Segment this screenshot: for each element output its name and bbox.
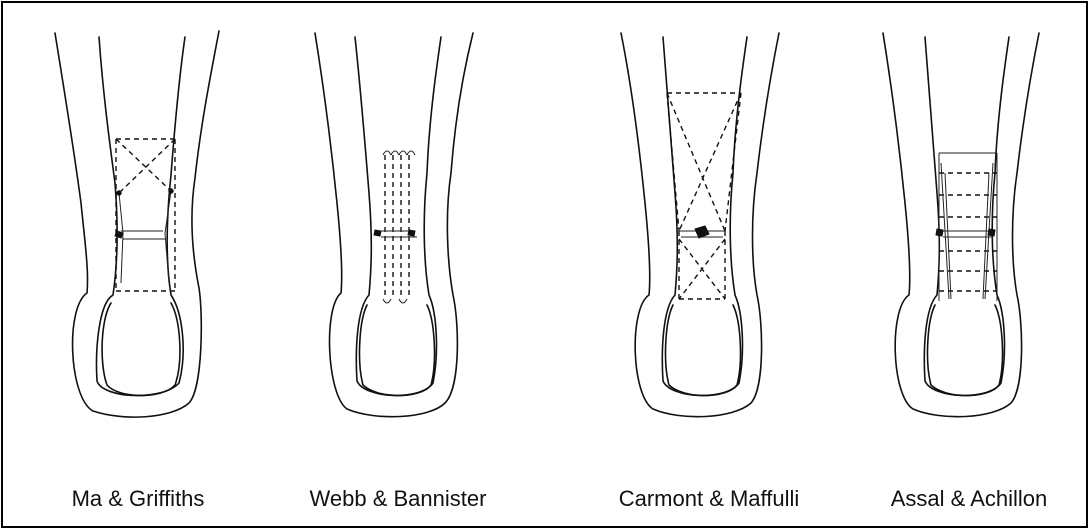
caption-assal-achillon: Assal & Achillon (891, 486, 1048, 512)
panel-carmont-maffulli-drawing (621, 33, 779, 417)
caption-webb-bannister: Webb & Bannister (310, 486, 487, 512)
caption-carmont-maffulli: Carmont & Maffulli (619, 486, 800, 512)
panel-assal-achillon-drawing (883, 33, 1039, 417)
caption-ma-griffiths: Ma & Griffiths (72, 486, 205, 512)
panel-webb-bannister-drawing (315, 33, 473, 417)
tendon-repair-drawings (3, 3, 1090, 530)
panel-ma-griffiths-drawing (55, 31, 219, 417)
